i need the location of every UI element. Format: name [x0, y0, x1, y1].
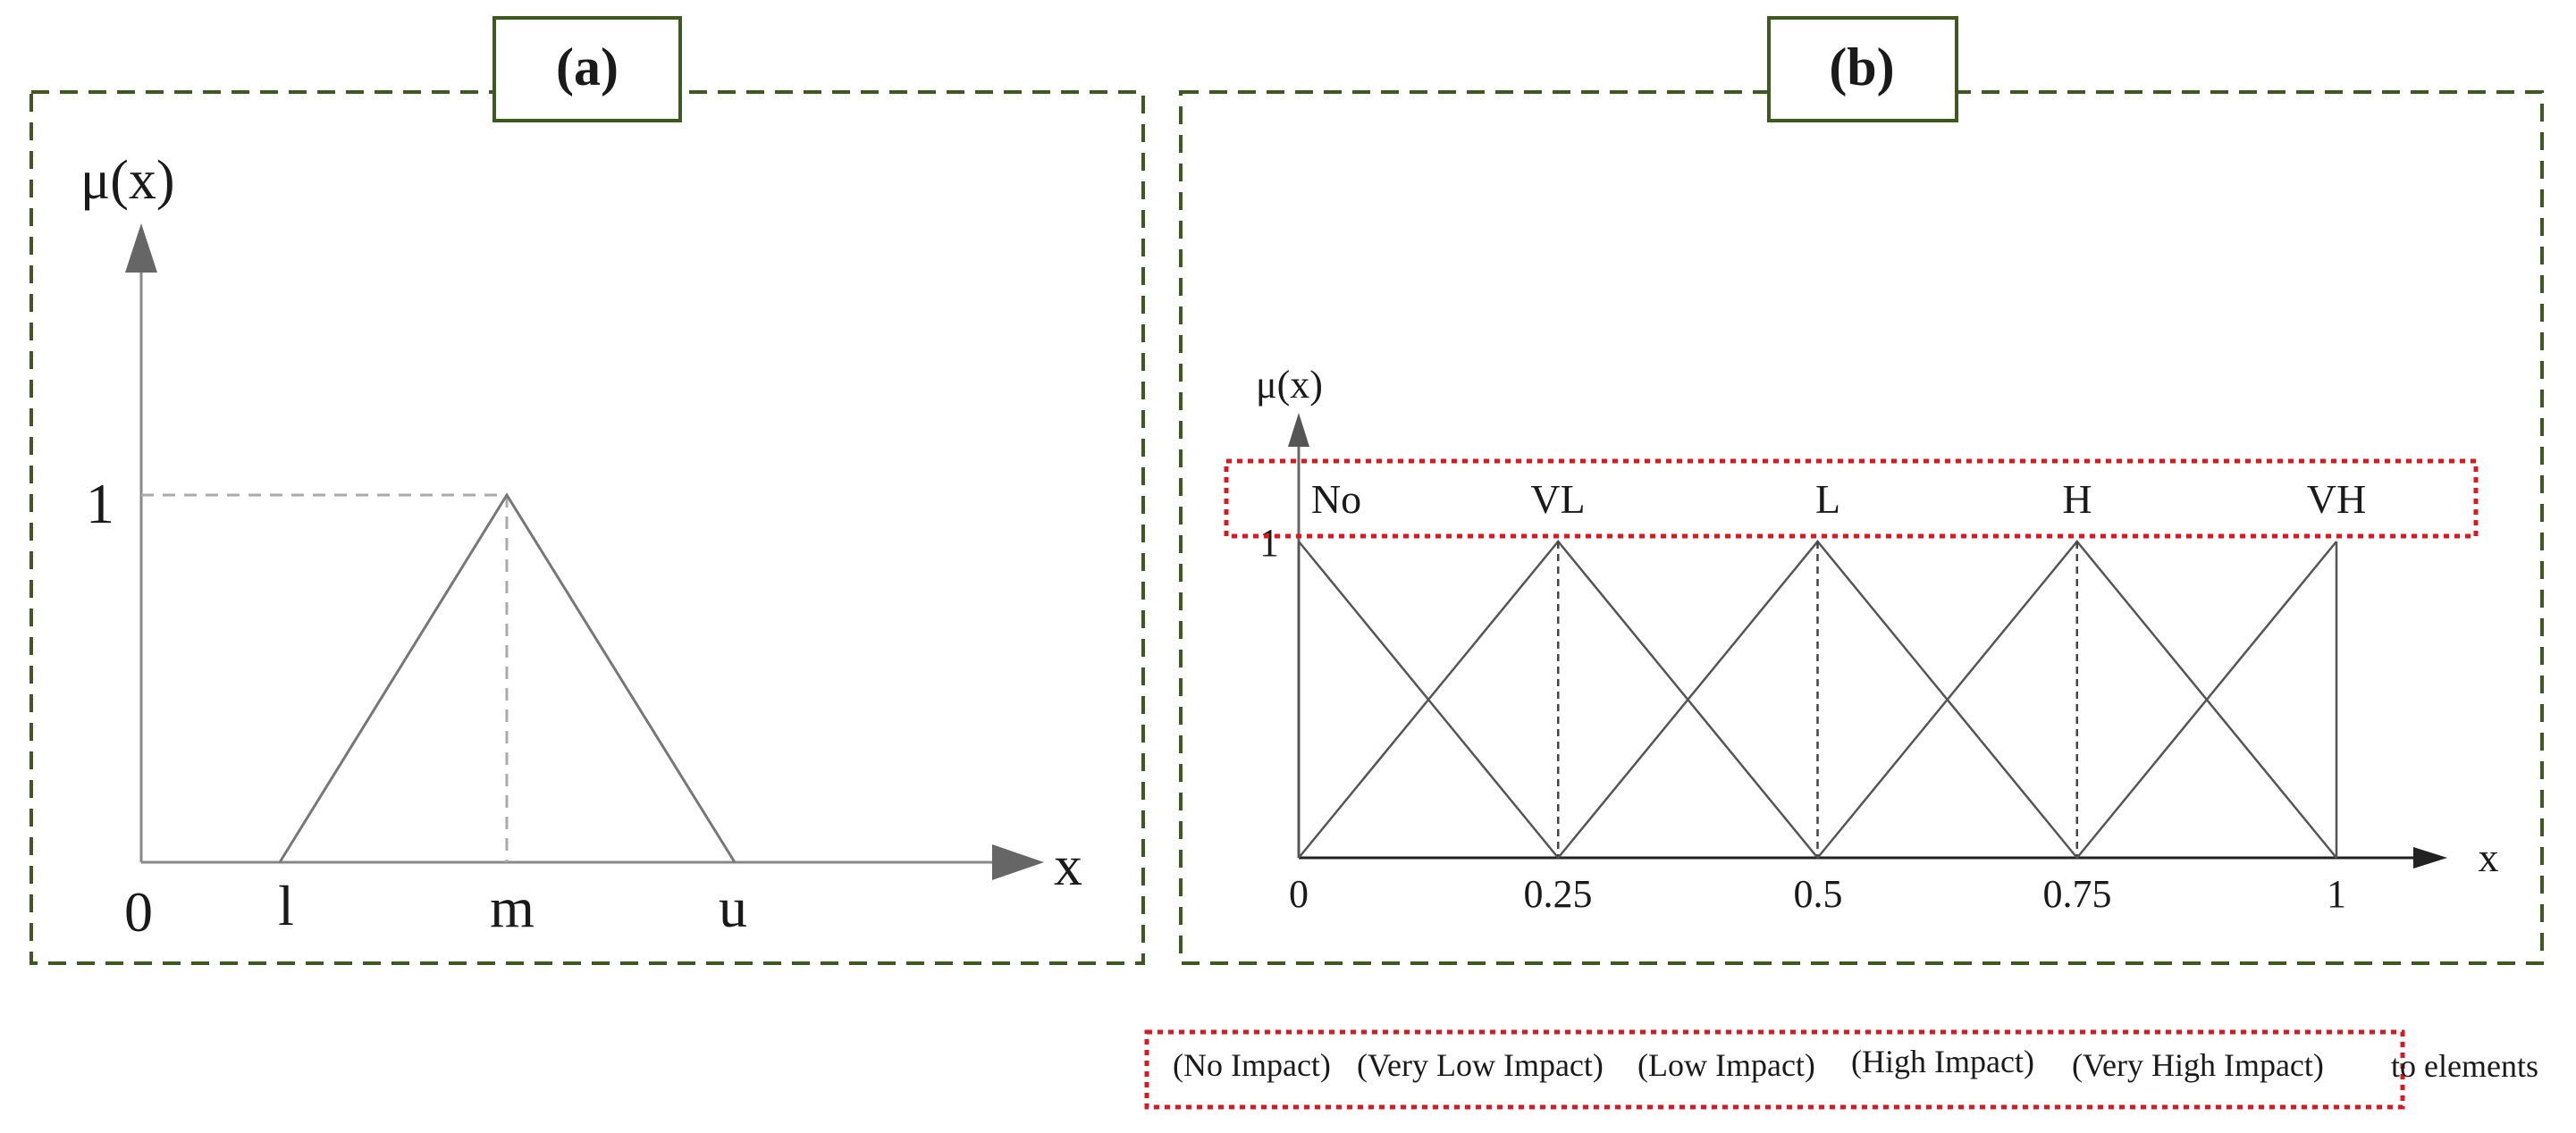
panel-b-x-arrow [2413, 847, 2447, 869]
term-label-h: H [2062, 476, 2092, 522]
terms-highlight-box [1224, 458, 2479, 539]
panel-b-tick-label: 0 [1289, 872, 1309, 916]
panel-b-one-label: 1 [1259, 521, 1279, 565]
panel-b: (b) μ(x) x 1 0 0.25 0.5 0.75 1 No VL L H… [1179, 16, 2544, 965]
legend-item-no-impact: (No Impact) [1173, 1047, 1331, 1083]
panel-a-x-arrow [992, 844, 1044, 880]
panel-b-y-label: μ(x) [1256, 363, 1323, 407]
panel-a-y-arrow [125, 223, 157, 273]
panel-a-frame [29, 90, 1145, 965]
impact-legend: (No Impact) (Very Low Impact) (Low Impac… [1144, 1029, 2538, 1110]
legend-item-very-low-impact: (Very Low Impact) [1357, 1047, 1604, 1083]
panel-a-point-u: u [719, 876, 747, 939]
legend-trailing-text: to elements [2391, 1048, 2538, 1084]
panel-b-tick-label: 0.25 [1524, 872, 1593, 916]
panel-a-y-label: μ(x) [80, 150, 175, 211]
legend-item-high-impact: (High Impact) [1851, 1044, 2034, 1079]
term-label-vh: VH [2307, 476, 2366, 522]
panel-b-frame [1179, 90, 2544, 965]
legend-item-very-high-impact: (Very High Impact) [2072, 1047, 2324, 1083]
membership-triangle [2075, 541, 2337, 859]
term-label-vl: VL [1530, 476, 1585, 522]
panel-a-triangle [278, 492, 737, 863]
panel-b-membership-functions [1297, 540, 2338, 859]
panel-a-x-label: x [1054, 834, 1082, 897]
panel-b-label: (b) [1829, 38, 1894, 97]
panel-b-label-box [1767, 16, 1958, 122]
panel-a-label-box [492, 16, 682, 122]
panel-a-label: (a) [556, 38, 619, 97]
panel-a-origin-label: 0 [124, 880, 153, 944]
panel-b-tick-label: 1 [2327, 872, 2346, 916]
panel-b-y-arrow [1288, 413, 1309, 447]
panel-a-one-label: 1 [86, 472, 114, 535]
panel-b-tick-label: 0.5 [1794, 872, 1843, 916]
panel-a: (a) μ(x) 1 0 x l m u [29, 16, 1145, 965]
panel-b-x-label: x [2479, 835, 2499, 880]
panel-b-tick-label: 0.75 [2043, 872, 2112, 916]
term-label-no: No [1311, 476, 1361, 522]
panel-a-point-m: m [490, 876, 535, 939]
panel-a-point-l: l [278, 874, 294, 937]
legend-item-low-impact: (Low Impact) [1637, 1047, 1815, 1083]
term-label-l: L [1815, 476, 1840, 522]
